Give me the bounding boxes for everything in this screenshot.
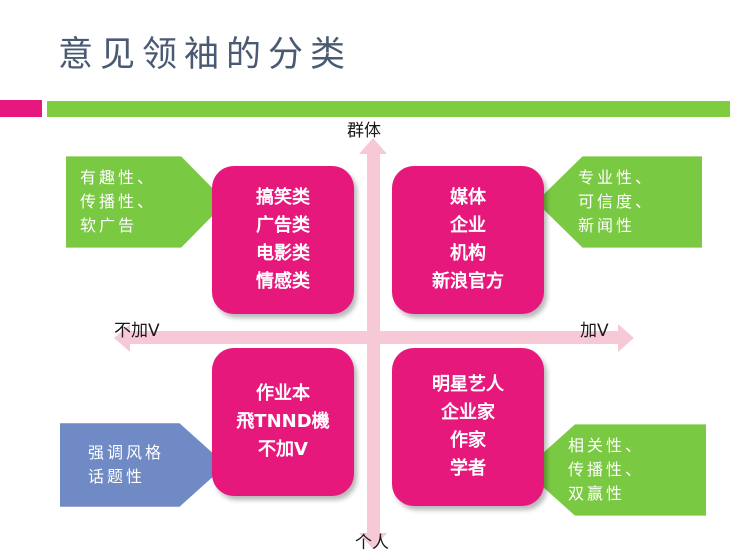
callout-line: 软广告 — [80, 216, 138, 235]
quadrant-line: 不加V — [258, 438, 308, 460]
callout-line: 传播性、 — [80, 192, 157, 211]
callout-top-left[interactable]: 有趣性、 传播性、 软广告 — [66, 156, 226, 248]
axis-arrow-down-icon — [359, 533, 387, 549]
quadrant-line: 明星艺人 — [432, 374, 504, 396]
callout-bottom-right[interactable]: 相关性、 传播性、 双赢性 — [524, 424, 706, 516]
horizontal-axis-shaft — [130, 331, 618, 344]
axis-label-top: 群体 — [347, 121, 381, 141]
quadrant-line: 企业家 — [441, 402, 495, 424]
quadrant-line: 媒体 — [450, 187, 486, 209]
axis-arrow-up-icon — [359, 138, 387, 154]
quadrant-bottom-left[interactable]: 作业本 飛TNND機 不加V — [212, 348, 354, 496]
callout-line: 有趣性、 — [80, 168, 157, 187]
callout-line: 强调风格 — [88, 443, 165, 462]
quadrant-bottom-right[interactable]: 明星艺人 企业家 作家 学者 — [392, 348, 544, 506]
quadrant-line: 作家 — [450, 430, 486, 451]
quadrant-line: 电影类 — [256, 243, 310, 264]
callout-line: 新闻性 — [578, 216, 636, 235]
title-divider-pink-accent — [0, 100, 42, 117]
quadrant-line: 飛TNND機 — [236, 411, 330, 433]
axis-label-right: 加V — [580, 321, 609, 341]
quadrant-line: 搞笑类 — [256, 187, 310, 209]
callout-line: 双赢性 — [568, 484, 626, 503]
quadrant-line: 作业本 — [256, 383, 310, 405]
axis-arrow-left-icon — [114, 324, 130, 352]
callout-line: 话题性 — [88, 467, 146, 486]
quadrant-top-left[interactable]: 搞笑类 广告类 电影类 情感类 — [212, 166, 354, 314]
title-divider-green-bar — [47, 101, 730, 117]
quadrant-line: 新浪官方 — [432, 270, 504, 292]
quadrant-top-right[interactable]: 媒体 企业 机构 新浪官方 — [392, 166, 544, 314]
callout-line: 专业性、 — [578, 168, 655, 187]
axis-label-left: 不加V — [114, 321, 160, 341]
callout-line: 可信度、 — [578, 192, 655, 211]
quadrant-line: 机构 — [450, 243, 486, 264]
callout-line: 传播性、 — [568, 460, 645, 479]
quadrant-line: 广告类 — [256, 215, 310, 237]
callout-line: 相关性、 — [568, 436, 645, 455]
callout-top-right[interactable]: 专业性、 可信度、 新闻性 — [536, 156, 702, 248]
quadrant-diagram: 群体 个人 不加V 加V 有趣性、 传播性、 软广告 专业性、 可信度、 新闻性… — [0, 118, 737, 553]
page-title: 意见领袖的分类 — [58, 35, 353, 75]
quadrant-line: 企业 — [450, 215, 486, 237]
axis-arrow-right-icon — [618, 324, 634, 352]
quadrant-line: 情感类 — [256, 270, 310, 292]
axis-label-bottom: 个人 — [355, 533, 389, 553]
callout-bottom-left[interactable]: 强调风格 话题性 — [60, 423, 226, 507]
quadrant-line: 学者 — [450, 457, 486, 479]
